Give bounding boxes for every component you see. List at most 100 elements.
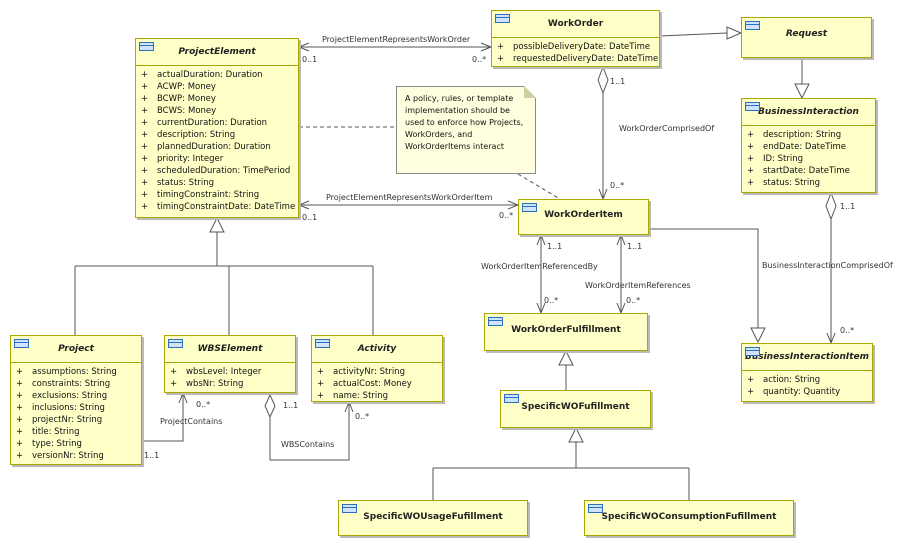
multiplicity-label: 0..* <box>610 181 625 190</box>
aggregation-diamond <box>597 65 609 95</box>
attribute-list: +actualDuration: Duration+ACWP: Money+BC… <box>136 65 298 216</box>
association-label: BusinessInteractionComprisedOf <box>762 261 893 270</box>
multiplicity-label: 1..1 <box>840 202 856 211</box>
attribute-text: status: String <box>157 178 215 188</box>
class-specific-wo-usage-fufillment[interactable]: SpecificWOUsageFufillment <box>338 500 528 536</box>
class-request[interactable]: Request <box>741 17 872 58</box>
attribute-text: name: String <box>333 391 389 401</box>
class-name: WorkOrderFulfillment <box>511 325 621 335</box>
class-name: Request <box>785 29 828 39</box>
visibility-marker: + <box>141 166 149 176</box>
visibility-marker: + <box>141 70 149 80</box>
multiplicity-label: 0..* <box>626 296 641 305</box>
multiplicity-label: 1..1 <box>144 451 160 460</box>
class-activity[interactable]: Activity +activityNr: String+actualCost:… <box>311 335 443 402</box>
attribute-text: versionNr: String <box>32 451 104 461</box>
class-name: SpecificWOFufillment <box>521 402 630 412</box>
multiplicity-label: 0..* <box>544 296 559 305</box>
attribute-text: wbsNr: String <box>186 379 244 389</box>
attribute-row: + description: String <box>742 129 875 141</box>
multiplicity-label: 0..* <box>472 55 487 64</box>
attribute-text: actualCost: Money <box>333 379 412 389</box>
multiplicity-label: 1..1 <box>283 401 299 410</box>
class-name: BusinessInteraction <box>758 107 859 117</box>
class-work-order[interactable]: WorkOrder +possibleDeliveryDate: DateTim… <box>491 10 660 67</box>
attribute-text: assumptions: String <box>32 367 117 377</box>
attribute-row: +endDate: DateTime <box>742 141 875 153</box>
arrowhead <box>297 42 310 52</box>
class-icon <box>588 504 603 513</box>
visibility-marker: + <box>317 391 325 401</box>
attribute-text: priority: Integer <box>157 154 224 164</box>
visibility-marker: + <box>141 142 149 152</box>
attribute-text: plannedDuration: Duration <box>157 142 271 152</box>
class-business-interaction[interactable]: BusinessInteraction + description: String… <box>741 98 876 193</box>
visibility-marker: + <box>16 439 24 449</box>
attribute-text: quantity: Quantity <box>763 387 841 397</box>
visibility-marker: + <box>747 375 755 385</box>
association-label: WBSContains <box>281 440 335 449</box>
attribute-row: +description: String <box>136 129 298 141</box>
attribute-row: +quantity: Quantity <box>742 386 872 398</box>
class-work-order-item[interactable]: WorkOrderItem <box>518 199 649 235</box>
visibility-marker: + <box>16 451 24 461</box>
attribute-text: startDate: DateTime <box>763 166 850 176</box>
attribute-text: exclusions: String <box>32 391 108 401</box>
association-line <box>142 393 184 442</box>
attribute-text: wbsLevel: Integer <box>186 367 262 377</box>
arrowhead <box>344 400 354 413</box>
attribute-list: +wbsLevel: Integer+wbsNr: String <box>165 362 295 393</box>
class-wbs-element[interactable]: WBSElement +wbsLevel: Integer+wbsNr: Str… <box>164 335 296 393</box>
class-icon <box>504 394 519 403</box>
visibility-marker: + <box>141 118 149 128</box>
visibility-marker: + <box>747 166 755 176</box>
note: A policy, rules, or template implementat… <box>396 86 536 174</box>
visibility-marker: + <box>141 202 149 212</box>
class-specific-wo-consumption-fufillment[interactable]: SpecificWOConsumptionFufillment <box>584 500 794 536</box>
attribute-text: ACWP: Money <box>157 82 216 92</box>
arrowhead <box>178 391 188 404</box>
visibility-marker: + <box>747 130 755 140</box>
note-anchor-line <box>517 173 561 200</box>
attribute-text: projectNr: String <box>32 415 103 425</box>
attribute-text: action: String <box>763 375 821 385</box>
attribute-text: BCWP: Money <box>157 94 216 104</box>
attribute-text: description: String <box>157 130 236 140</box>
class-work-order-fulfillment[interactable]: WorkOrderFulfillment <box>484 313 648 351</box>
attribute-text: currentDuration: Duration <box>157 118 268 128</box>
attribute-text: description: String <box>763 130 842 140</box>
attribute-row: +ACWP: Money <box>136 81 298 93</box>
generalization-line <box>649 228 759 328</box>
multiplicity-label: 0..1 <box>302 213 318 222</box>
attribute-row: + startDate: DateTime <box>742 165 875 177</box>
class-name: ProjectElement <box>178 47 256 57</box>
visibility-marker: + <box>317 379 325 389</box>
attribute-text: scheduledDuration: TimePeriod <box>157 166 291 176</box>
class-business-interaction-item[interactable]: BusinessInteractionItem +action: String+… <box>741 343 873 402</box>
visibility-marker: + <box>497 42 505 52</box>
attribute-text: timingConstraint: String <box>157 190 260 200</box>
attribute-list: + action: String+quantity: Quantity <box>742 370 872 401</box>
class-icon <box>168 339 183 348</box>
attribute-row: +status: String <box>742 177 875 189</box>
multiplicity-label: 1..1 <box>627 242 643 251</box>
class-project[interactable]: Project +assumptions: String+constraints… <box>10 335 142 465</box>
attribute-text: timingConstraintDate: DateTime <box>157 202 296 212</box>
attribute-row: +activityNr: String <box>312 366 442 378</box>
association-line <box>269 402 350 461</box>
class-specific-wo-fufillment[interactable]: SpecificWOFufillment <box>500 390 651 428</box>
attribute-text: ID: String <box>763 154 803 164</box>
class-project-element[interactable]: ProjectElement +actualDuration: Duration… <box>135 38 299 218</box>
visibility-marker: + <box>16 427 24 437</box>
arrowhead <box>536 233 546 246</box>
attribute-row: +ID: String <box>742 153 875 165</box>
association-label: ProjectElementRepresentsWorkOrderItem <box>326 193 493 202</box>
attribute-row: +constraints: String <box>11 378 141 390</box>
attribute-row: +BCWP: Money <box>136 93 298 105</box>
visibility-marker: + <box>141 106 149 116</box>
attribute-text: requestedDeliveryDate: DateTime <box>513 54 659 64</box>
class-icon <box>745 347 760 356</box>
attribute-row: +assumptions: String <box>11 366 141 378</box>
class-icon <box>488 317 503 326</box>
attribute-list: +possibleDeliveryDate: DateTime+requeste… <box>492 37 659 68</box>
